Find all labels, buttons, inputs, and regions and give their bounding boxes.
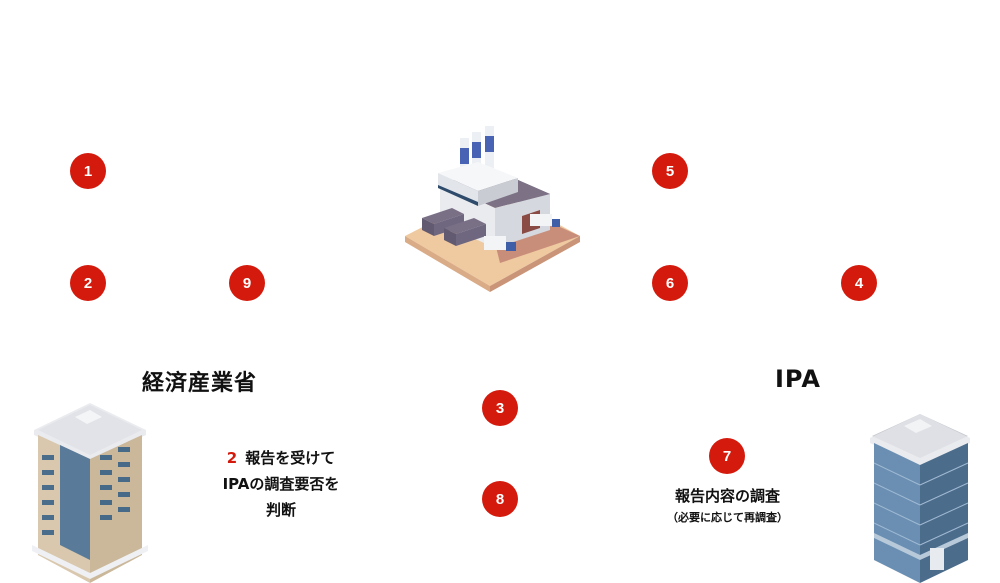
ipa-step-description: 報告内容の調査 （必要に応じて再調査）	[640, 483, 815, 527]
step-badge-6: 6	[652, 265, 688, 301]
office-building-icon	[32, 403, 148, 583]
step-badge-8: 8	[482, 481, 518, 517]
meti-step-line1: 報告を受けて	[245, 449, 336, 467]
step-badge-7: 7	[709, 438, 745, 474]
office-tower-icon	[870, 414, 970, 583]
ipa-title: IPA	[775, 365, 821, 393]
meti-step-line2: IPAの調査要否を	[222, 475, 340, 493]
step-badge-9: 9	[229, 265, 265, 301]
step-badge-3: 3	[482, 390, 518, 426]
step-badge-4: 4	[841, 265, 877, 301]
ipa-step-title: 報告内容の調査	[674, 487, 780, 505]
meti-title: 経済産業省	[142, 371, 258, 396]
meti-step-description: 2 報告を受けて IPAの調査要否を 判断	[196, 445, 366, 523]
step-badge-5: 5	[652, 153, 688, 189]
meti-step-line3: 判断	[265, 501, 296, 519]
meti-step-number: 2	[226, 449, 238, 467]
step-badge-1: 1	[70, 153, 106, 189]
factory-icon	[405, 126, 580, 292]
step-badge-2: 2	[70, 265, 106, 301]
ipa-step-subtitle: （必要に応じて再調査）	[667, 511, 788, 524]
